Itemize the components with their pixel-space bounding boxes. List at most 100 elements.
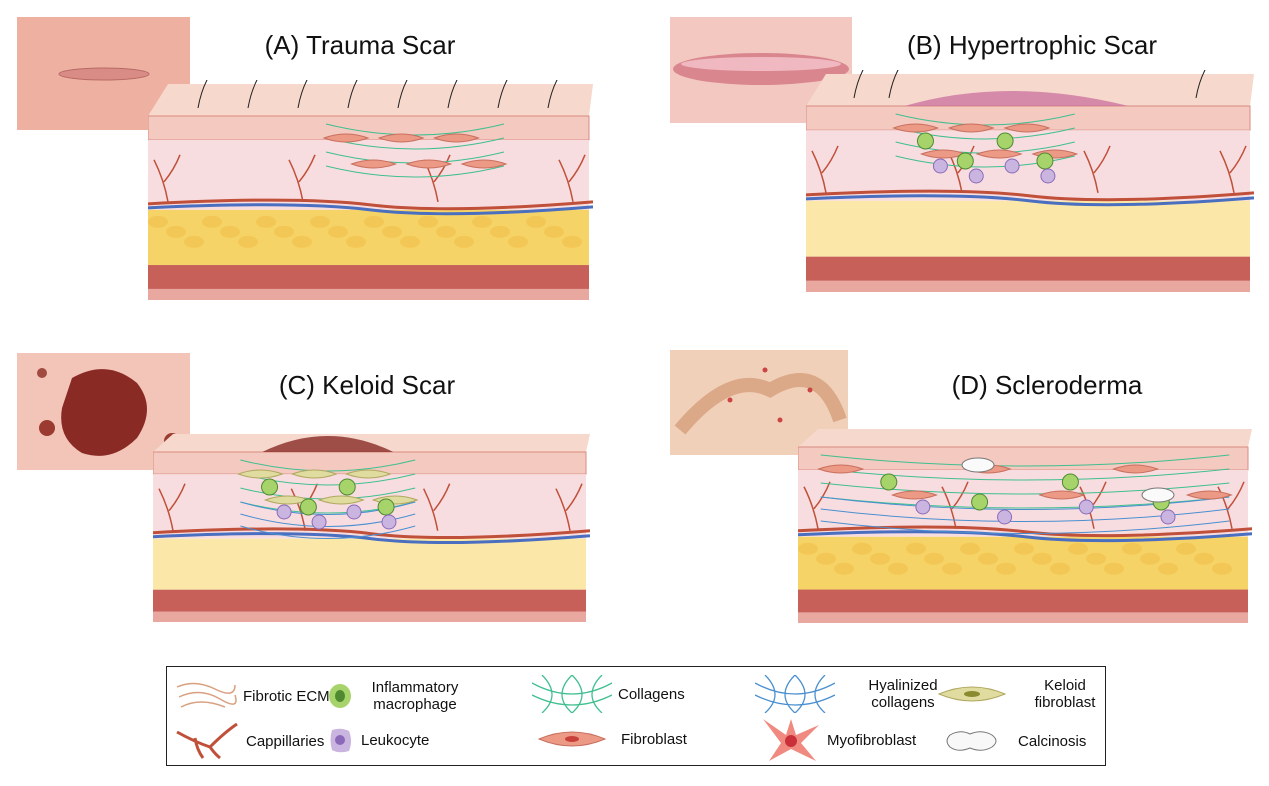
- fat-cell: [562, 235, 582, 248]
- hair: [447, 80, 458, 109]
- capillary: [1219, 145, 1247, 193]
- dermis-layer: [806, 130, 1250, 201]
- inflammatory-macrophage: [996, 132, 1014, 150]
- fat-cell: [798, 542, 818, 555]
- leukocyte: [276, 504, 292, 520]
- fat-cell: [1104, 562, 1124, 575]
- fat-cell: [526, 215, 546, 228]
- fat-cell: [184, 235, 204, 248]
- legend-item-myofibroblast: Myofibroblast: [761, 717, 916, 763]
- hair: [853, 70, 864, 99]
- fat-cell: [1050, 562, 1070, 575]
- fat-cell: [544, 225, 564, 238]
- calcinosis: [961, 457, 995, 473]
- base-layer: [806, 280, 1250, 292]
- fat-cell: [1158, 562, 1178, 575]
- capillary: [1217, 481, 1245, 529]
- fat-cell: [472, 215, 492, 228]
- leukocyte: [932, 158, 948, 174]
- fibroblast: [322, 133, 370, 143]
- inflammatory-macrophage: [377, 498, 395, 516]
- capillary: [422, 483, 451, 531]
- fat-cell: [274, 225, 294, 238]
- legend-label: Cappillaries: [246, 732, 325, 750]
- fibroblast: [890, 490, 938, 500]
- muscle-layer: [148, 265, 589, 289]
- hair: [397, 80, 408, 109]
- raised-scar: [904, 91, 1129, 106]
- fat-cell: [906, 542, 926, 555]
- capillary: [811, 145, 839, 193]
- blood-vessel: [148, 203, 593, 216]
- hair: [297, 80, 308, 109]
- inflammatory-macrophage: [971, 493, 989, 511]
- blood-vessel: [153, 527, 590, 540]
- legend-label: Inflammatory macrophage: [371, 679, 459, 713]
- fibroblast: [1038, 490, 1086, 500]
- fibroblast: [377, 133, 425, 143]
- fibroblast: [892, 123, 940, 133]
- legend-item-leukocyte: Leukocyte: [327, 725, 429, 755]
- muscle-layer: [806, 256, 1250, 281]
- leukocyte-icon: [330, 728, 351, 753]
- hyalinized-collagen-fiber: [820, 520, 1230, 534]
- fat-layer: [153, 538, 586, 590]
- inflammatory-macrophage: [261, 478, 279, 496]
- fat-cell: [148, 215, 168, 228]
- leukocyte: [915, 499, 931, 515]
- fat-cell: [202, 215, 222, 228]
- fibroblast: [460, 159, 508, 169]
- fat-cell: [490, 225, 510, 238]
- fat-cell: [1194, 552, 1214, 565]
- hair: [247, 80, 258, 109]
- inflammatory-macrophage: [1061, 473, 1079, 491]
- leukocyte: [968, 168, 984, 184]
- skin-top-surface: [798, 429, 1252, 447]
- fat-cell: [1086, 552, 1106, 565]
- base-layer: [148, 288, 589, 300]
- muscle-layer: [153, 589, 586, 612]
- blood-vessel: [153, 532, 590, 545]
- legend-label: Calcinosis: [1018, 732, 1087, 750]
- fat-cell: [1068, 542, 1088, 555]
- fibroblast: [975, 149, 1023, 159]
- skin-cross-section: [798, 429, 1252, 623]
- leukocyte: [997, 509, 1013, 525]
- hair: [888, 70, 899, 99]
- leukocyte: [311, 514, 327, 530]
- fat-cell: [508, 235, 528, 248]
- collagen-fiber: [325, 165, 505, 178]
- keloid-fibroblast-icon: [937, 686, 1007, 702]
- fat-cell: [978, 552, 998, 565]
- skin-top-surface: [153, 434, 590, 452]
- capillary: [288, 154, 316, 202]
- keloid-scar-photo: [17, 353, 190, 470]
- legend-label: Leukocyte: [361, 731, 430, 749]
- fat-cell: [292, 235, 312, 248]
- fat-cell: [346, 235, 366, 248]
- legend-item-macrophage: Inflammatory macrophage: [327, 679, 469, 713]
- panel-title: (C) Keloid Scar: [278, 370, 456, 400]
- capillary: [1083, 145, 1111, 193]
- inflammatory-macrophage: [880, 473, 898, 491]
- fat-cell: [996, 562, 1016, 575]
- legend-label: Fibroblast: [621, 730, 687, 748]
- dermis-layer: [153, 474, 586, 539]
- legend-item-calcinosis: Calcinosis: [942, 729, 1086, 753]
- collagens-icon: [532, 675, 612, 713]
- fat-cell: [924, 552, 944, 565]
- epidermis-layer: [798, 446, 1249, 471]
- skin-cross-section: [153, 434, 590, 622]
- fat-cell: [1176, 542, 1196, 555]
- dermis-layer: [148, 139, 589, 210]
- skin-cross-section: [806, 70, 1254, 292]
- inflammatory-macrophage: [916, 132, 934, 150]
- fat-cell: [328, 225, 348, 238]
- legend-label: Keloid fibroblast: [1034, 677, 1096, 711]
- leukocyte: [381, 514, 397, 530]
- hyalinized-collagens-icon: [755, 675, 835, 713]
- hair: [497, 80, 508, 109]
- fat-cell: [418, 215, 438, 228]
- blood-vessel: [806, 189, 1254, 202]
